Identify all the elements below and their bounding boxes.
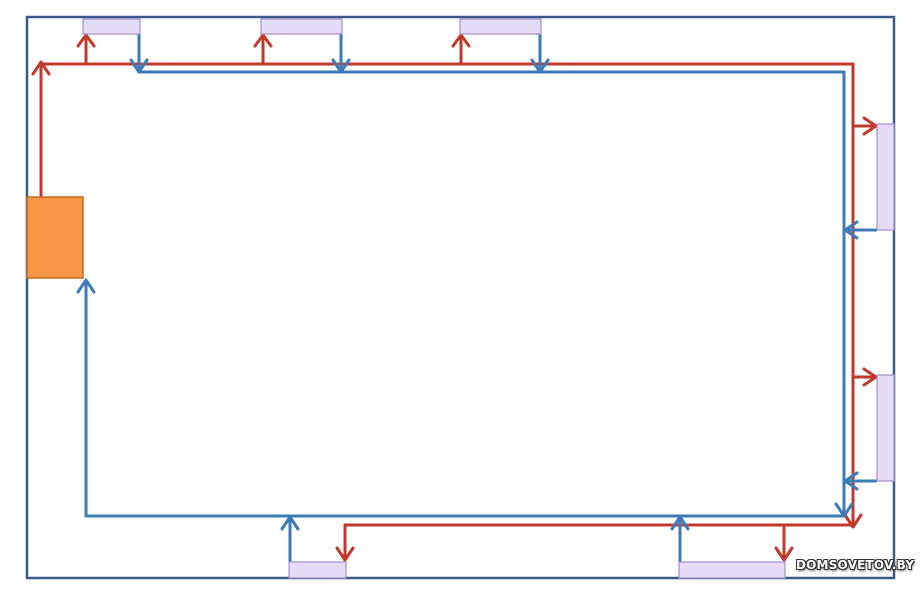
- radiator-right-1: [876, 123, 895, 231]
- return-arrow-corner: [834, 502, 854, 518]
- return-main-line: [84, 70, 846, 518]
- radiator-bottom-2: [678, 561, 786, 579]
- supply-arrow-bottom-2: [774, 546, 794, 562]
- return-arrow-top-1: [129, 58, 149, 74]
- supply-arrow-top-1: [76, 33, 96, 48]
- room-outline: [25, 15, 896, 580]
- supply-arrow-top-3: [451, 33, 471, 48]
- return-arrow-bottom-1: [280, 515, 300, 531]
- radiator-top-2: [260, 18, 343, 35]
- supply-arrow-right-2: [862, 367, 878, 387]
- return-arrow-right-1: [843, 220, 859, 240]
- return-arrow-bottom-2: [670, 515, 690, 531]
- supply-arrow-right-1: [862, 116, 878, 136]
- supply-arrow-top-2: [253, 33, 273, 48]
- supply-main-line: [39, 62, 855, 527]
- supply-arrow-corner: [843, 513, 863, 529]
- supply-arrow-main-up: [31, 60, 51, 76]
- boiler: [26, 196, 84, 279]
- watermark-text: DOMSOVETOV.BY: [796, 558, 915, 572]
- supply-arrow-bottom-1: [335, 546, 355, 562]
- return-pipe: [76, 32, 878, 564]
- return-arrow-right-2: [843, 471, 859, 491]
- radiator-bottom-1: [288, 561, 347, 579]
- radiator-top-3: [459, 18, 542, 35]
- radiators: [82, 18, 895, 579]
- radiator-top-1: [82, 18, 141, 35]
- room-walls: [25, 15, 896, 580]
- supply-pipe: [31, 33, 878, 562]
- return-arrow-top-3: [530, 58, 550, 74]
- return-arrow-boiler: [76, 278, 96, 294]
- return-arrow-top-2: [331, 58, 351, 74]
- radiator-right-2: [876, 374, 895, 482]
